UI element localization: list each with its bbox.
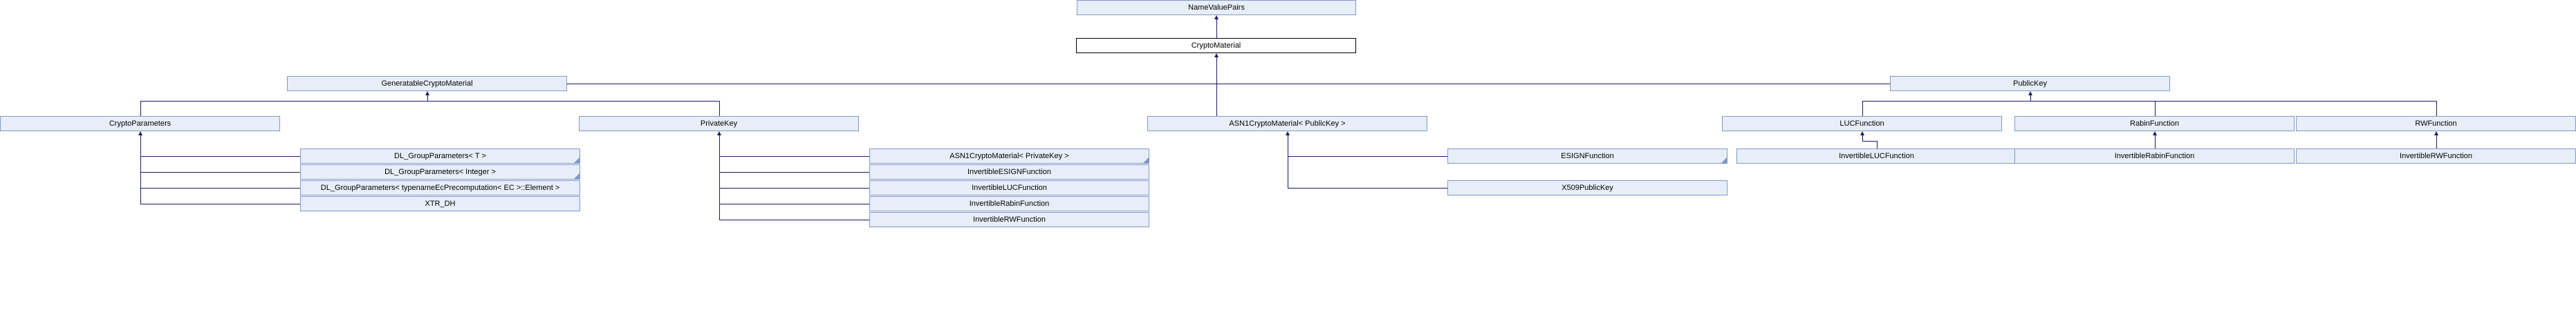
class-node-label: RWFunction: [2415, 119, 2457, 128]
inheritance-edge-vertical: [140, 101, 141, 116]
class-node-namevaluepairs[interactable]: NameValuePairs: [1077, 0, 1356, 15]
class-node-label: InvertibleESIGNFunction: [967, 168, 1052, 176]
inheritance-edge-vertical: [2155, 135, 2156, 148]
inheritance-edge-vertical: [2436, 135, 2437, 148]
inheritance-edge-horizontal: [719, 156, 869, 157]
class-node-invertiblerwfunction[interactable]: InvertibleRWFunction: [869, 212, 1149, 227]
class-node-rwfunction[interactable]: RWFunction: [2296, 116, 2576, 131]
inheritance-edge-horizontal: [1862, 141, 1877, 142]
class-node-dl-groupparameters-integer[interactable]: DL_GroupParameters< Integer >: [300, 164, 580, 180]
class-node-invertibleesignfunction[interactable]: InvertibleESIGNFunction: [869, 164, 1149, 180]
class-node-label: InvertibleRWFunction: [2400, 152, 2472, 160]
inheritance-arrowhead: [2028, 91, 2032, 95]
class-node-xtr-dh[interactable]: XTR_DH: [300, 196, 580, 211]
inheritance-edge-horizontal: [140, 101, 719, 102]
class-node-asn1cryptomaterialpublickey[interactable]: ASN1CryptoMaterial< PublicKey >: [1147, 116, 1427, 131]
class-node-invertiblerabinfunction[interactable]: InvertibleRabinFunction: [869, 196, 1149, 211]
class-node-dl-groupparameters-t[interactable]: DL_GroupParameters< T >: [300, 148, 580, 164]
inheritance-edge-vertical: [719, 135, 720, 220]
inheritance-arrowhead: [2153, 131, 2157, 135]
class-node-label: DL_GroupParameters< Integer >: [384, 168, 496, 176]
class-node-x509publickey[interactable]: X509PublicKey: [1447, 180, 1727, 195]
inheritance-edge-vertical: [427, 95, 428, 101]
class-node-label: InvertibleLUCFunction: [1839, 152, 1914, 160]
inheritance-edge-vertical: [1862, 101, 1863, 116]
class-node-esignfunction[interactable]: ESIGNFunction: [1447, 148, 1727, 164]
class-node-label: CryptoMaterial: [1191, 41, 1241, 50]
inheritance-edge-vertical: [1877, 141, 1878, 148]
class-node-label: DL_GroupParameters< typenameEcPrecomputa…: [320, 184, 560, 192]
class-node-label: XTR_DH: [425, 200, 456, 208]
inheritance-edge-vertical: [2436, 101, 2437, 116]
inheritance-edge-horizontal: [140, 188, 300, 189]
class-node-publickey[interactable]: PublicKey: [1890, 76, 2170, 91]
inheritance-edge-horizontal: [719, 172, 869, 173]
class-node-rabinfunction[interactable]: RabinFunction: [2014, 116, 2295, 131]
inheritance-edge-horizontal: [1862, 101, 2436, 102]
class-node-invertiblelucfunction[interactable]: InvertibleLUCFunction: [869, 180, 1149, 195]
class-node-invertiblelucfunction-r[interactable]: InvertibleLUCFunction: [1736, 148, 2017, 164]
class-node-label: PublicKey: [2013, 79, 2047, 88]
inheritance-edge-vertical: [2030, 95, 2031, 101]
inheritance-edge-vertical: [719, 101, 720, 116]
inheritance-edge-horizontal: [1288, 188, 1447, 189]
class-node-cryptoparameters[interactable]: CryptoParameters: [0, 116, 280, 131]
inheritance-edge-vertical: [1216, 19, 1217, 38]
class-node-label: LUCFunction: [1840, 119, 1884, 128]
class-node-lucfunction[interactable]: LUCFunction: [1722, 116, 2002, 131]
inheritance-arrowhead: [138, 131, 142, 135]
inheritance-edge-horizontal: [1288, 156, 1447, 157]
inheritance-edge-vertical: [1862, 135, 1863, 141]
class-node-label: NameValuePairs: [1188, 3, 1245, 12]
inheritance-edge-horizontal: [140, 156, 300, 157]
class-node-label: InvertibleRabinFunction: [969, 200, 1050, 208]
inheritance-edge-horizontal: [140, 172, 300, 173]
inheritance-edge-vertical: [2155, 101, 2156, 116]
class-node-dl-groupparameters-ec[interactable]: DL_GroupParameters< typenameEcPrecomputa…: [300, 180, 580, 195]
inheritance-edge-horizontal: [719, 188, 869, 189]
class-node-label: ASN1CryptoMaterial< PrivateKey >: [949, 152, 1069, 160]
inheritance-arrowhead: [717, 131, 721, 135]
class-node-asn1cryptomaterialprivatekey[interactable]: ASN1CryptoMaterial< PrivateKey >: [869, 148, 1149, 164]
inheritance-edge-vertical: [140, 135, 141, 204]
class-node-label: CryptoParameters: [109, 119, 172, 128]
class-node-label: DL_GroupParameters< T >: [394, 152, 486, 160]
class-node-label: GeneratableCryptoMaterial: [381, 79, 473, 88]
inheritance-arrowhead: [1860, 131, 1864, 135]
inheritance-arrowhead: [1214, 15, 1218, 19]
class-node-cryptomaterial: CryptoMaterial: [1076, 38, 1356, 53]
inheritance-edge-vertical: [1216, 57, 1217, 124]
inheritance-arrowhead: [1214, 53, 1218, 57]
class-node-label: InvertibleRabinFunction: [2114, 152, 2195, 160]
class-node-label: RabinFunction: [2130, 119, 2179, 128]
class-node-label: InvertibleLUCFunction: [972, 184, 1047, 192]
class-node-invertiblerabinfunction-r[interactable]: InvertibleRabinFunction: [2014, 148, 2295, 164]
class-node-label: PrivateKey: [700, 119, 738, 128]
inheritance-arrowhead: [2434, 131, 2438, 135]
inheritance-arrowhead: [1286, 131, 1290, 135]
class-node-label: ESIGNFunction: [1561, 152, 1614, 160]
class-node-label: InvertibleRWFunction: [973, 215, 1046, 224]
class-node-privatekey[interactable]: PrivateKey: [579, 116, 859, 131]
class-node-label: X509PublicKey: [1562, 184, 1613, 192]
class-node-label: ASN1CryptoMaterial< PublicKey >: [1229, 119, 1346, 128]
class-node-invertiblerwfunction-r[interactable]: InvertibleRWFunction: [2296, 148, 2576, 164]
class-node-generatablecryptomaterial[interactable]: GeneratableCryptoMaterial: [287, 76, 567, 91]
inheritance-arrowhead: [425, 91, 429, 95]
